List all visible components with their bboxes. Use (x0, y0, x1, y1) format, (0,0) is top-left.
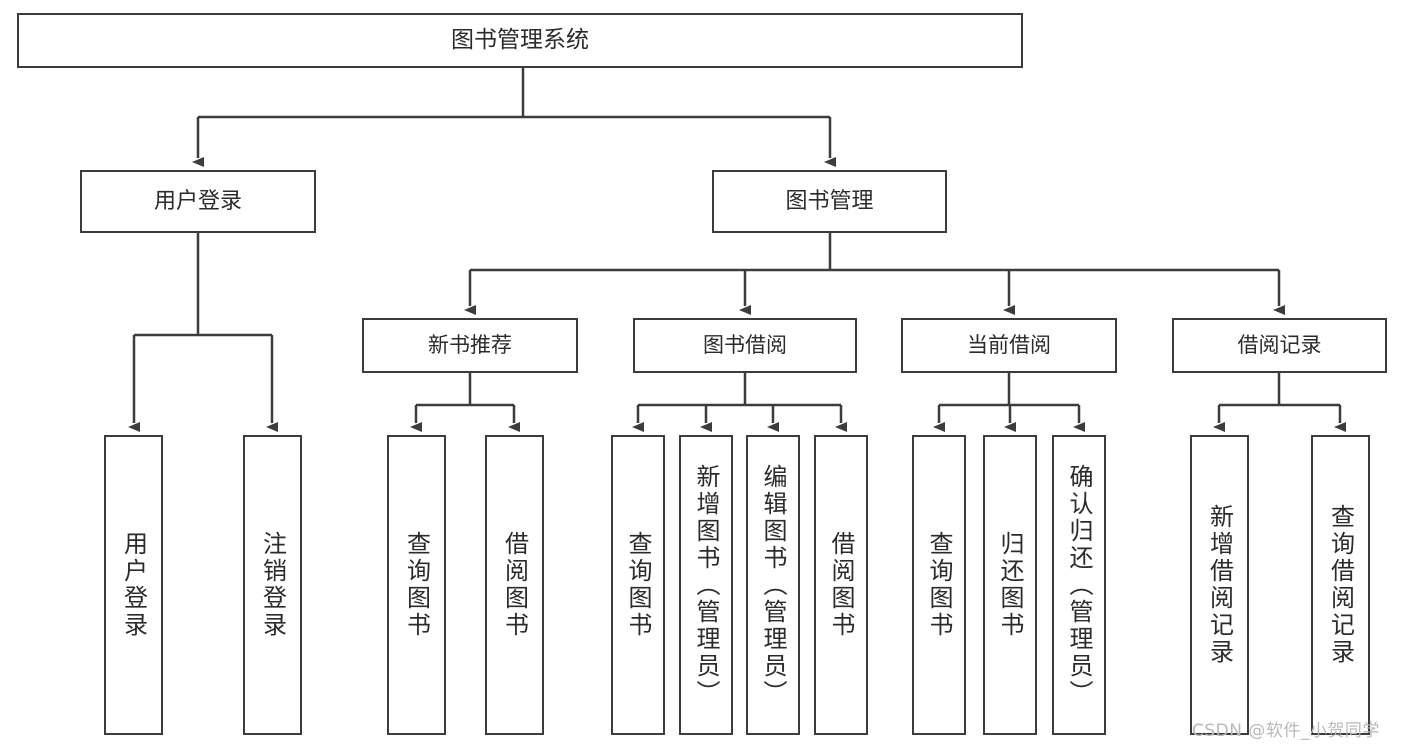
csdn-watermark: CSDN @软件_小贺同学 (1192, 721, 1380, 741)
leaf-add-book[interactable]: 新增图书（管理员） (679, 435, 733, 735)
node-current-borrow-label: 当前借阅 (967, 333, 1051, 358)
node-current-borrow[interactable]: 当前借阅 (901, 318, 1117, 373)
node-user-login[interactable]: 用户登录 (80, 170, 316, 233)
node-book-borrow[interactable]: 图书借阅 (633, 318, 857, 373)
node-borrow-record[interactable]: 借阅记录 (1172, 318, 1387, 373)
leaf-confirm-return[interactable]: 确认归还（管理员） (1052, 435, 1106, 735)
node-book-borrow-label: 图书借阅 (703, 333, 787, 358)
leaf-edit-book-label: 编辑图书（管理员） (759, 463, 787, 707)
leaf-query-book-1[interactable]: 查询图书 (387, 435, 446, 735)
leaf-borrow-book-1-label: 借阅图书 (500, 531, 529, 639)
leaf-query-book-3-label: 查询图书 (925, 531, 953, 639)
leaf-query-book-2[interactable]: 查询图书 (611, 435, 665, 735)
node-new-book-recommend[interactable]: 新书推荐 (362, 318, 578, 373)
leaf-borrow-book-2-label: 借阅图书 (827, 531, 855, 639)
leaf-query-record-label: 查询借阅记录 (1326, 504, 1355, 666)
node-book-management-label: 图书管理 (785, 188, 874, 214)
leaf-query-book-1-label: 查询图书 (402, 531, 431, 639)
leaf-confirm-return-label: 确认归还（管理员） (1065, 463, 1093, 707)
leaf-user-login[interactable]: 用户登录 (104, 435, 163, 735)
node-book-management[interactable]: 图书管理 (712, 170, 947, 233)
leaf-borrow-book-2[interactable]: 借阅图书 (814, 435, 868, 735)
node-borrow-record-label: 借阅记录 (1237, 333, 1322, 358)
leaf-borrow-book-1[interactable]: 借阅图书 (485, 435, 544, 735)
leaf-edit-book[interactable]: 编辑图书（管理员） (746, 435, 800, 735)
leaf-add-record-label: 新增借阅记录 (1205, 504, 1234, 666)
leaf-add-book-label: 新增图书（管理员） (692, 463, 720, 707)
leaf-return-book-label: 归还图书 (996, 531, 1024, 639)
node-root[interactable]: 图书管理系统 (17, 13, 1023, 68)
leaf-query-record[interactable]: 查询借阅记录 (1311, 435, 1370, 735)
leaf-query-book-2-label: 查询图书 (624, 531, 652, 639)
leaf-return-book[interactable]: 归还图书 (983, 435, 1037, 735)
leaf-query-book-3[interactable]: 查询图书 (912, 435, 966, 735)
leaf-logout-label: 注销登录 (258, 531, 287, 639)
leaf-user-login-label: 用户登录 (119, 531, 148, 639)
node-new-book-recommend-label: 新书推荐 (428, 333, 512, 358)
leaf-logout[interactable]: 注销登录 (243, 435, 302, 735)
node-user-login-label: 用户登录 (153, 188, 242, 214)
node-root-label: 图书管理系统 (451, 27, 589, 54)
leaf-add-record[interactable]: 新增借阅记录 (1190, 435, 1249, 735)
